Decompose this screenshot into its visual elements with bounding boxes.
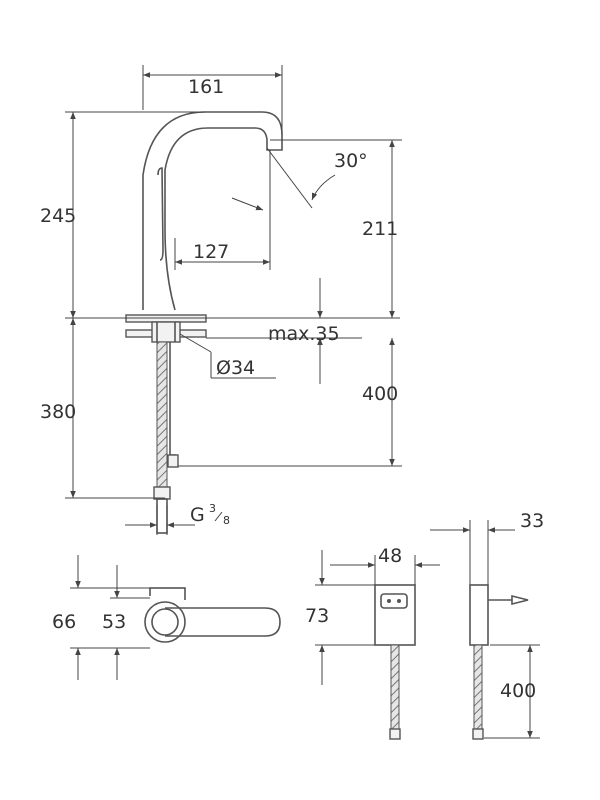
top-view-base — [149, 587, 186, 600]
box-side-cable — [473, 644, 483, 738]
hose-fitting — [153, 486, 171, 500]
faucet-top-view — [144, 587, 281, 643]
dim-66: 66 — [52, 555, 185, 680]
label-66: 66 — [52, 611, 76, 633]
label-thread-den: 8 — [223, 514, 230, 527]
dim-48: 48 — [330, 545, 440, 585]
label-53: 53 — [102, 611, 126, 633]
label-380: 380 — [40, 401, 76, 423]
top-view-body-outer — [144, 601, 186, 643]
label-thread-g: G — [190, 504, 205, 526]
label-max35: max.35 — [268, 323, 340, 345]
thread-stub — [156, 498, 168, 534]
dim-max35: max.35 — [206, 278, 362, 384]
dim-127: 127 — [174, 150, 271, 270]
label-400-box: 400 — [500, 680, 536, 702]
box-side-connector — [488, 594, 529, 606]
dim-161: 161 — [142, 65, 283, 135]
label-400-cable: 400 — [362, 383, 398, 405]
dim-thread: G 3 8 — [125, 502, 230, 535]
dim-211: 211 — [270, 139, 402, 318]
dim-245: 245 — [40, 111, 205, 318]
dim-53: 53 — [102, 565, 150, 680]
dim-380: 380 — [40, 318, 165, 499]
top-view-body-inner — [151, 608, 179, 636]
label-30deg: 30° — [334, 150, 368, 172]
dim-33: 33 — [430, 510, 544, 585]
faucet-side-view — [125, 111, 283, 534]
label-33: 33 — [520, 510, 544, 532]
box-front-cable — [390, 644, 400, 738]
label-thread-num: 3 — [209, 502, 216, 515]
label-48: 48 — [378, 545, 402, 567]
box-side-body — [469, 584, 489, 646]
dim-30deg: 30° — [231, 147, 368, 211]
control-box-side — [469, 584, 529, 740]
dim-73: 73 — [305, 550, 375, 685]
dim-400-cable: 400 — [178, 338, 402, 467]
box-front-label — [380, 593, 408, 609]
label-73: 73 — [305, 605, 329, 627]
label-245: 245 — [40, 205, 76, 227]
cable-plug — [167, 454, 179, 468]
dim-dia34: Ø34 — [179, 333, 276, 379]
control-box-front — [374, 584, 416, 740]
label-127: 127 — [193, 241, 229, 263]
label-161: 161 — [188, 76, 224, 98]
label-dia34: Ø34 — [216, 357, 255, 379]
dim-400-box: 400 — [484, 644, 540, 739]
sensor-cable — [169, 342, 176, 456]
faucet-sensor — [157, 167, 164, 261]
label-211: 211 — [362, 218, 398, 240]
supply-hose — [156, 341, 168, 488]
box-front-plug — [389, 728, 401, 740]
faucet-spout — [142, 111, 283, 311]
top-view-lever — [165, 607, 281, 637]
box-side-plug — [472, 728, 484, 740]
